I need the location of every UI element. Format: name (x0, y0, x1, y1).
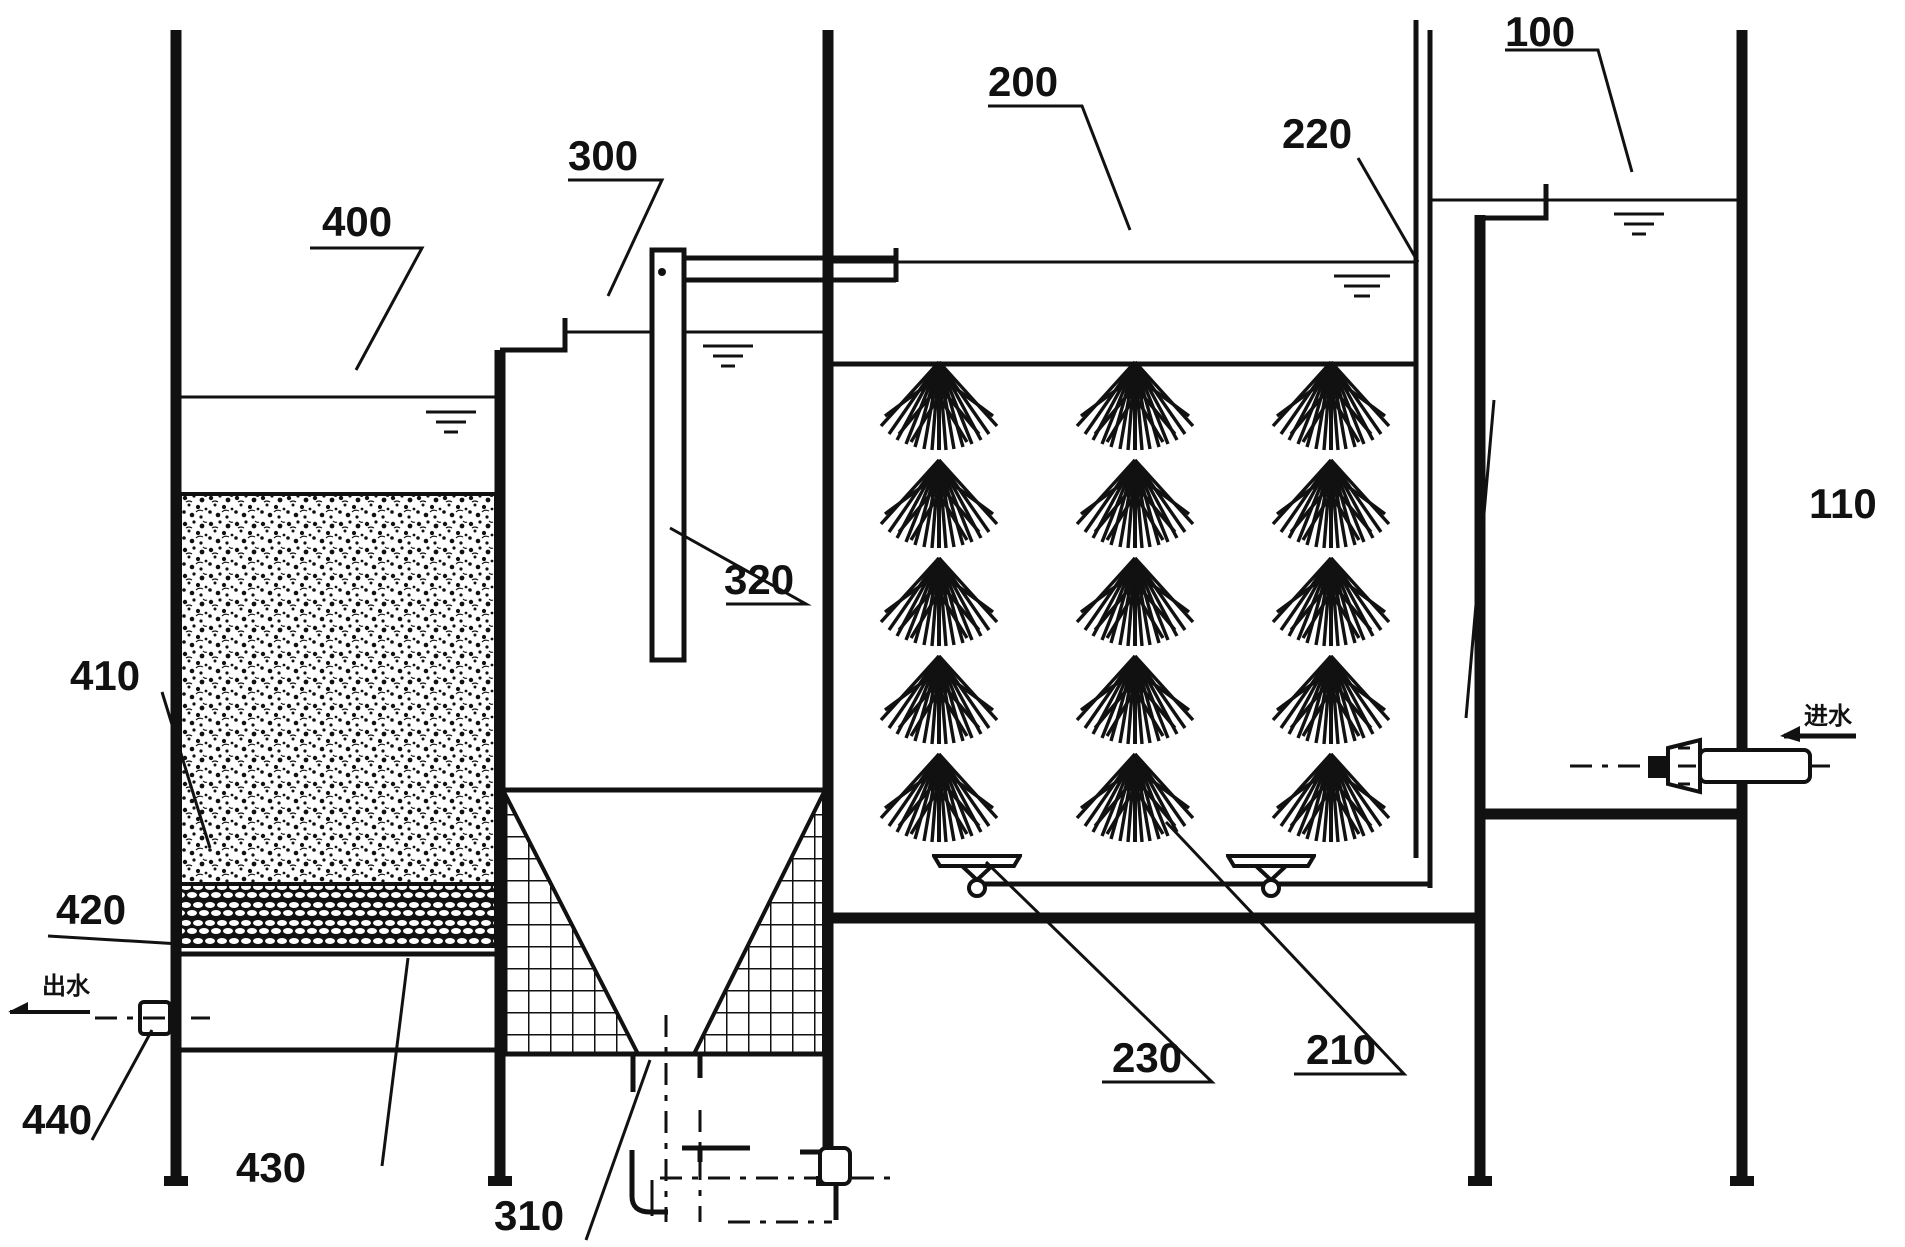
sludge-hopper-right (690, 791, 826, 1056)
label-200: 200 (988, 58, 1058, 105)
settling-tank-300 (500, 30, 890, 1224)
label-420: 420 (56, 886, 126, 933)
inlet-mark: 进水 (1804, 703, 1853, 730)
label-400: 400 (322, 198, 392, 245)
label-100: 100 (1505, 8, 1575, 55)
water-level-symbol (1334, 274, 1390, 298)
outlet-mark: 出水 (42, 973, 91, 1000)
gravel-support-layer (178, 882, 498, 948)
label-220: 220 (1282, 110, 1352, 157)
label-210: 210 (1306, 1026, 1376, 1073)
label-320: 320 (724, 556, 794, 603)
leader-lines (47, 48, 1634, 1241)
label-430: 430 (236, 1144, 306, 1191)
label-410: 410 (70, 652, 140, 699)
label-310: 310 (494, 1192, 564, 1239)
sludge-discharge-pipe-310 (629, 1015, 890, 1224)
inlet-tank-100 (1430, 30, 1856, 1186)
brush-media-210 (879, 360, 1391, 844)
filter-tank-400 (8, 30, 512, 1186)
water-level-symbol (426, 410, 476, 434)
label-440: 440 (22, 1096, 92, 1143)
sludge-hopper-left (502, 791, 642, 1056)
label-230: 230 (1112, 1034, 1182, 1081)
aerator-230 (932, 854, 1316, 898)
outlet-pipe-440 (8, 1000, 210, 1036)
label-110: 110 (1809, 480, 1877, 527)
central-guide-pipe-320 (649, 247, 687, 663)
label-300: 300 (568, 132, 638, 179)
water-level-symbol (703, 344, 753, 368)
inlet-pipe-110 (1570, 726, 1856, 795)
reference-labels: 100 110 200 210 220 230 300 310 320 400 … (22, 8, 1877, 1239)
biofilm-tank-200 (684, 20, 1480, 924)
sand-filter-media (178, 492, 498, 886)
water-level-symbol (1614, 212, 1664, 236)
